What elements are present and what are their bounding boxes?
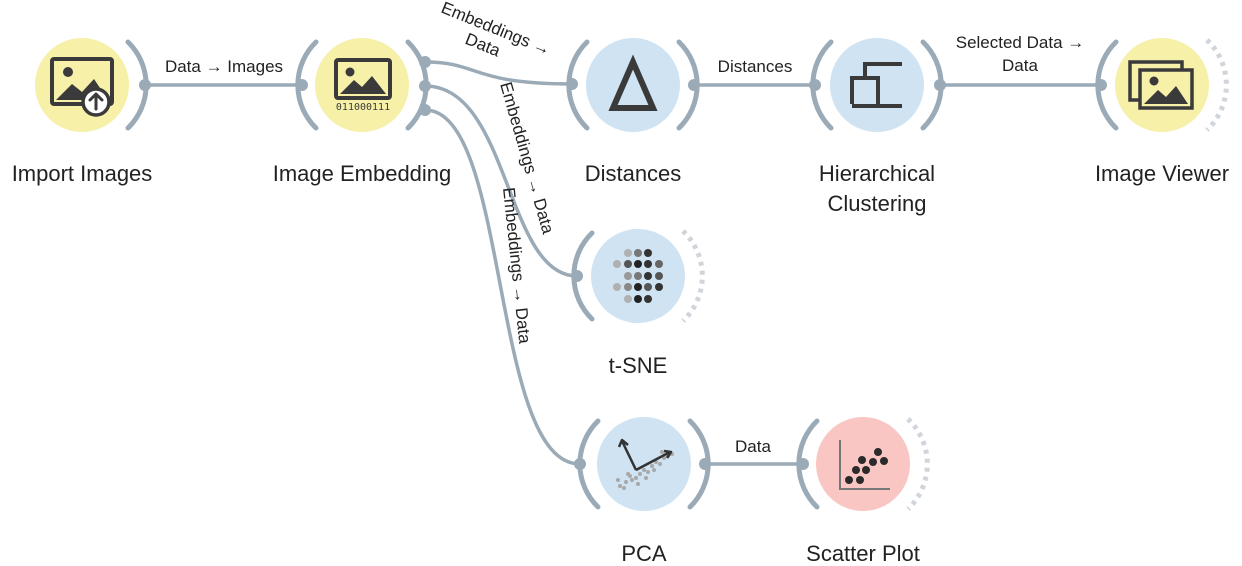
image-embedding-output-dot-3[interactable] [419,104,431,116]
link-embedding-to-distances[interactable] [424,60,573,86]
link-embedding-to-tsne[interactable] [424,84,578,278]
widget-pca[interactable]: PCA [574,417,711,566]
link-label-clustering-to-viewer-2: Data [1002,56,1038,75]
tsne-label: t-SNE [609,353,668,378]
image-embedding-output-dot-2[interactable] [419,80,431,92]
widget-image-embedding[interactable]: 011000111 Image Embedding [273,38,452,186]
pca-label: PCA [621,541,667,566]
distances-input-dot[interactable] [566,78,578,90]
pca-output-dot[interactable] [699,458,711,470]
links [145,60,1101,466]
image-viewer-label: Image Viewer [1095,161,1229,186]
image-binary-icon: 011000111 [334,58,392,113]
image-embedding-label: Image Embedding [273,161,452,186]
distances-output-dot[interactable] [688,79,700,91]
link-label-pca-to-scatter: Data [735,437,771,456]
tsne-output-arc [681,229,705,323]
dot-grid-icon [613,249,663,303]
widget-hierarchical-clustering[interactable]: Hierarchical Clustering [809,38,946,216]
widget-scatter-plot[interactable]: Scatter Plot [796,417,930,566]
image-embedding-binary-text: 011000111 [336,102,390,113]
image-embedding-output-dot-1[interactable] [419,56,431,68]
distances-label: Distances [585,161,682,186]
widget-import-images[interactable]: Import Images [12,38,153,186]
scatter-plot-output-arc [906,417,930,511]
hierarchical-clustering-output-dot[interactable] [934,79,946,91]
scatter-plot-node-circle[interactable] [816,417,910,511]
distances-node-circle[interactable] [586,38,680,132]
hierarchical-clustering-input-dot[interactable] [809,79,821,91]
image-embedding-node-circle[interactable] [315,38,409,132]
pca-input-dot[interactable] [574,458,586,470]
widget-image-viewer[interactable]: Image Viewer [1095,38,1229,186]
link-label-clustering-to-viewer-1: Selected Data → [956,33,1085,52]
dendrogram-icon [850,62,902,108]
hierarchical-clustering-label-2: Clustering [827,191,926,216]
link-embedding-to-pca[interactable] [424,108,581,466]
image-upload-icon [50,57,114,117]
image-viewer-input-dot[interactable] [1095,79,1107,91]
image-embedding-input-dot[interactable] [296,79,308,91]
image-viewer-output-arc [1205,38,1229,132]
tsne-input-dot[interactable] [571,270,583,282]
image-stack-icon [1128,60,1194,110]
scatter-plot-label: Scatter Plot [806,541,920,566]
widget-tsne[interactable]: t-SNE [571,229,705,378]
scatter-icon [839,440,890,490]
import-images-label: Import Images [12,161,153,186]
scatter-plot-input-dot[interactable] [797,458,809,470]
link-label-distances-to-clustering: Distances [718,57,793,76]
link-label-embedding-to-pca: Embeddings → Data [499,186,534,345]
widget-distances[interactable]: Distances [566,38,700,186]
hierarchical-clustering-label-1: Hierarchical [819,161,935,186]
link-label-import-to-embedding: Data → Images [165,57,283,76]
delta-icon [608,54,658,111]
pca-node-circle[interactable] [597,417,691,511]
import-images-output-dot[interactable] [139,79,151,91]
import-images-node-circle[interactable] [35,38,129,132]
pca-arrows-icon [616,438,674,490]
